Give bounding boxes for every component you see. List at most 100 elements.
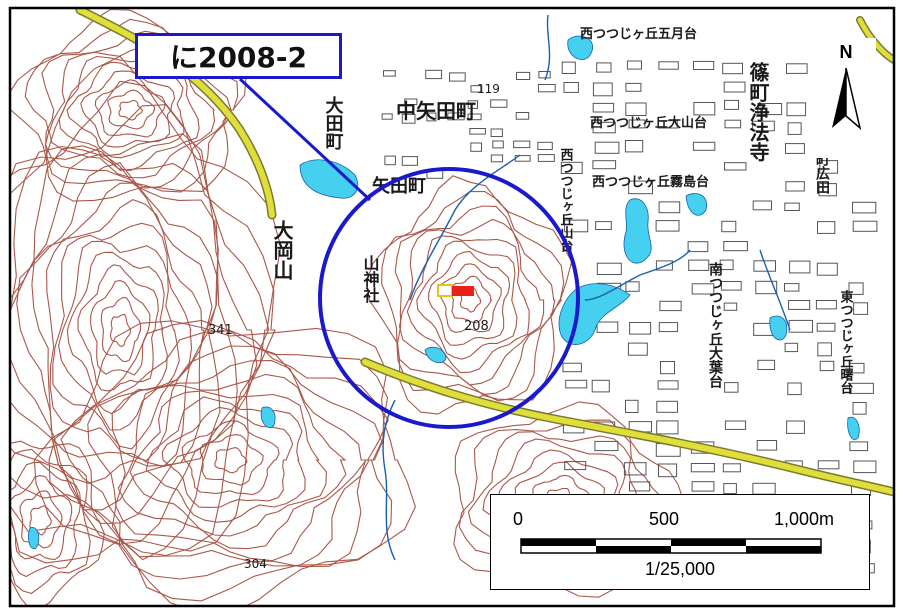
building-block bbox=[561, 61, 576, 74]
building-block bbox=[691, 481, 715, 492]
building-block bbox=[785, 181, 805, 192]
building-block bbox=[723, 483, 737, 495]
contour-line bbox=[450, 275, 493, 324]
building-block bbox=[784, 342, 799, 353]
place-nishi-oyama: 西つつじヶ丘大山台 bbox=[590, 115, 707, 131]
building-block bbox=[594, 141, 620, 154]
building-block bbox=[592, 82, 613, 97]
building-block bbox=[853, 460, 877, 474]
survey-area-circle[interactable] bbox=[318, 167, 580, 429]
contour-line bbox=[80, 70, 176, 148]
contour-line bbox=[29, 505, 52, 536]
building-block bbox=[724, 119, 742, 129]
building-block bbox=[655, 220, 680, 232]
building-block bbox=[724, 382, 739, 393]
building-block bbox=[596, 321, 619, 333]
contour-line bbox=[118, 99, 144, 121]
building-block bbox=[818, 183, 837, 197]
building-block bbox=[655, 260, 673, 271]
contour-lines bbox=[10, 8, 685, 606]
building-block bbox=[490, 99, 508, 108]
building-block bbox=[537, 84, 556, 93]
building-block bbox=[852, 220, 878, 232]
contour-line bbox=[111, 360, 368, 562]
contour-line bbox=[199, 434, 264, 486]
building-block bbox=[784, 283, 800, 292]
building-block bbox=[786, 63, 808, 74]
site-label-text: に2008-2 bbox=[169, 41, 308, 74]
contour-line bbox=[16, 162, 219, 484]
building-block bbox=[658, 201, 681, 214]
building-block bbox=[404, 98, 418, 106]
building-block bbox=[755, 280, 778, 295]
building-block bbox=[816, 262, 838, 276]
building-block bbox=[852, 402, 867, 415]
contour-line bbox=[60, 330, 389, 580]
contour-line bbox=[394, 205, 556, 396]
building-block bbox=[753, 260, 777, 272]
building-block bbox=[817, 460, 840, 470]
contour-line bbox=[428, 250, 511, 346]
building-block bbox=[492, 140, 504, 149]
building-block bbox=[384, 155, 396, 166]
building-block bbox=[515, 112, 530, 120]
contour-line bbox=[10, 440, 105, 606]
building-block bbox=[819, 160, 839, 174]
contour-line bbox=[10, 448, 91, 595]
building-block bbox=[660, 361, 675, 375]
scale-ratio: 1/25,000 bbox=[644, 559, 716, 579]
building-block bbox=[817, 221, 836, 234]
contour-line bbox=[459, 287, 482, 313]
building-block bbox=[816, 322, 836, 332]
building-block bbox=[752, 120, 775, 132]
contour-line bbox=[100, 296, 142, 363]
building-block bbox=[513, 140, 531, 149]
building-block bbox=[591, 379, 610, 393]
contour-line bbox=[19, 490, 63, 549]
building-block bbox=[852, 201, 877, 214]
building-block bbox=[658, 61, 679, 70]
building-block bbox=[595, 221, 612, 231]
building-block bbox=[592, 102, 615, 113]
contour-line bbox=[381, 190, 565, 402]
building-block bbox=[789, 260, 811, 274]
building-block bbox=[788, 300, 811, 310]
site-marker[interactable] bbox=[437, 284, 474, 297]
building-block bbox=[538, 71, 551, 79]
north-letter: N bbox=[839, 42, 853, 62]
building-block bbox=[687, 241, 709, 253]
contour-line bbox=[366, 175, 573, 415]
north-arrow: N bbox=[816, 38, 876, 158]
building-block bbox=[625, 281, 640, 292]
place-higashi-akebono: 東つつじヶ丘曙台 bbox=[838, 289, 854, 395]
building-block bbox=[815, 300, 837, 310]
building-block bbox=[560, 161, 583, 175]
contour-line bbox=[77, 264, 159, 392]
building-block bbox=[787, 382, 802, 396]
contour-line bbox=[48, 319, 393, 602]
building-block bbox=[467, 100, 479, 109]
place-nishi-satsuki: 西つつじヶ丘五月台 bbox=[580, 26, 697, 42]
building-block bbox=[656, 420, 679, 435]
elevation-304: 304 bbox=[244, 557, 267, 571]
contour-line bbox=[52, 222, 193, 450]
building-block bbox=[449, 72, 466, 82]
contour-line bbox=[33, 320, 416, 606]
building-block bbox=[723, 81, 746, 93]
building-block bbox=[693, 102, 716, 116]
building-block bbox=[817, 342, 832, 357]
scale-label-500: 500 bbox=[649, 509, 680, 529]
building-block bbox=[787, 122, 802, 135]
building-block bbox=[723, 302, 738, 311]
building-block bbox=[853, 302, 869, 315]
contour-line bbox=[66, 251, 168, 415]
building-block bbox=[656, 400, 678, 413]
building-block bbox=[592, 121, 616, 134]
contour-line bbox=[109, 314, 131, 348]
building-block bbox=[625, 102, 647, 116]
building-block bbox=[383, 70, 396, 77]
contour-line bbox=[214, 447, 248, 474]
scale-bar-panel: 0 500 1,000m 1/25,000 bbox=[490, 494, 870, 590]
building-block bbox=[381, 113, 393, 120]
